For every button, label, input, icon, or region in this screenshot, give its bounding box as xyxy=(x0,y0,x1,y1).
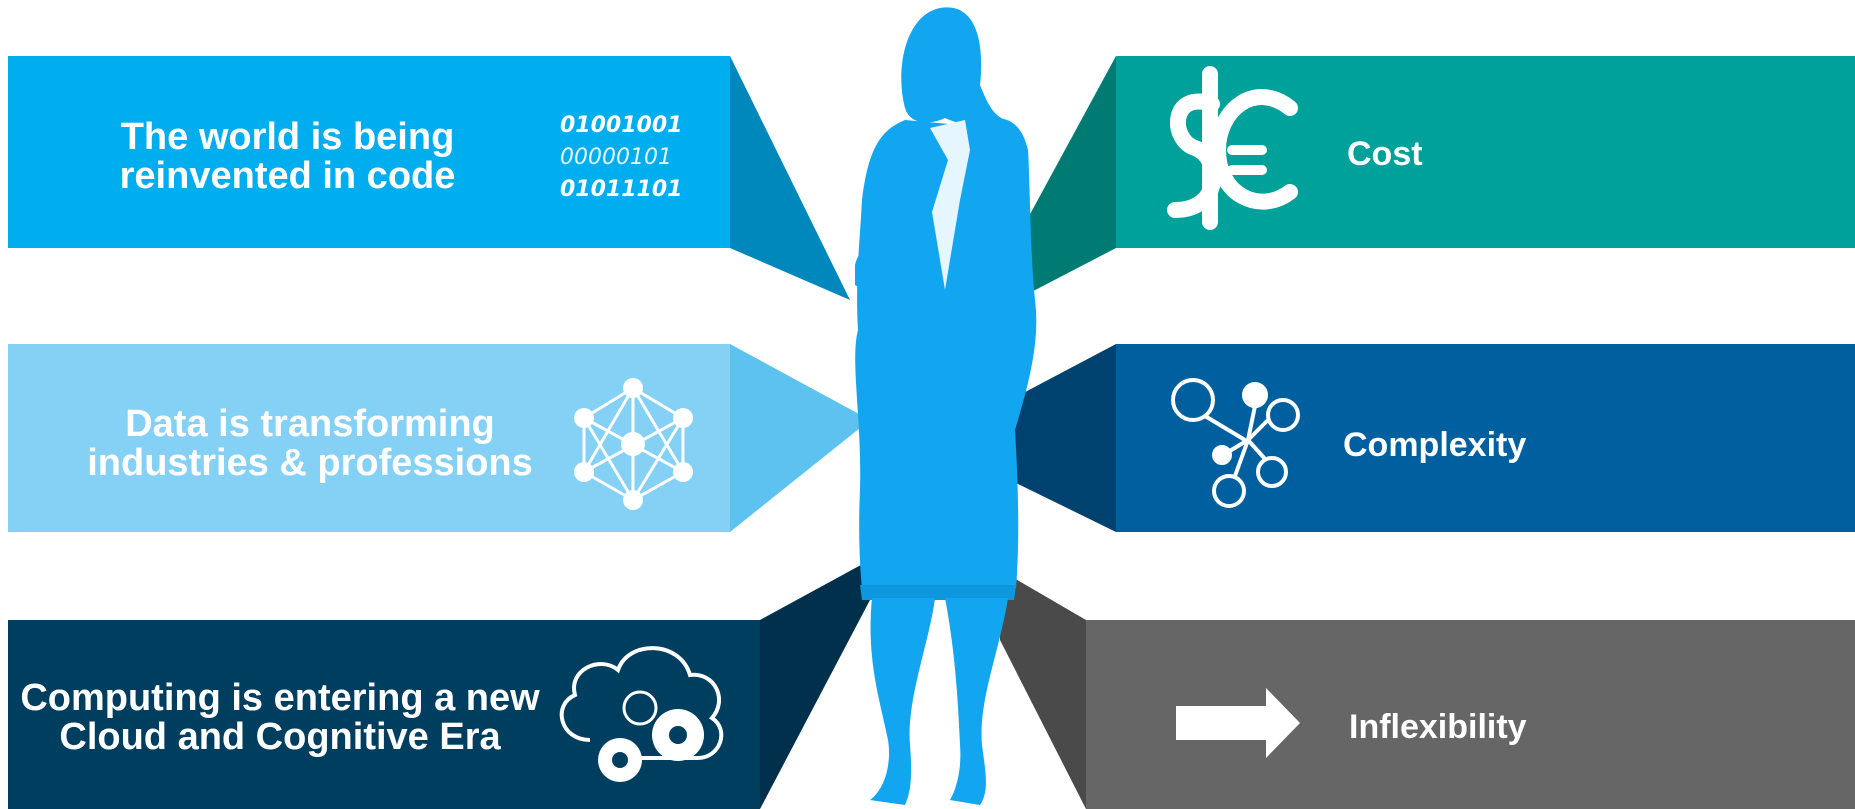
left-panel-1-line1: The world is being xyxy=(120,116,455,158)
left-panel-3-text: Computing is entering a new Cloud and Co… xyxy=(20,679,540,757)
currency-icon xyxy=(1167,66,1298,230)
businesswoman-silhouette xyxy=(855,7,1037,805)
binary-code-icon: 01001001 00000101 01011101 xyxy=(560,110,682,206)
right-panel-3 xyxy=(1000,570,1855,809)
left-panel-1 xyxy=(8,56,850,300)
right-arrow-icon xyxy=(1176,688,1300,758)
right-panel-1 xyxy=(1016,56,1855,300)
binary-line-2: 00000101 xyxy=(560,145,672,170)
left-panel-1-line2: reinvented in code xyxy=(119,155,456,197)
complexity-nodes-icon xyxy=(1171,378,1300,508)
right-panel-3-label: Inflexibility xyxy=(1349,708,1527,746)
left-panel-2-text: Data is transforming industries & profes… xyxy=(80,405,540,483)
network-graph-icon xyxy=(574,378,693,510)
left-panel-2 xyxy=(8,344,870,532)
left-panel-1-text: The world is being reinvented in code xyxy=(60,118,515,196)
binary-line-3: 01011101 xyxy=(560,177,683,202)
cloud-gears-icon xyxy=(559,646,724,782)
right-panel-1-label: Cost xyxy=(1347,135,1423,173)
left-panel-2-line1: Data is transforming xyxy=(125,403,495,445)
left-panel-3-line1: Computing is entering a new xyxy=(20,677,540,719)
binary-line-1: 01001001 xyxy=(560,113,683,138)
left-panel-2-line2: industries & professions xyxy=(87,442,533,484)
right-panel-2-label: Complexity xyxy=(1343,426,1527,464)
left-panel-3-line2: Cloud and Cognitive Era xyxy=(59,716,501,758)
